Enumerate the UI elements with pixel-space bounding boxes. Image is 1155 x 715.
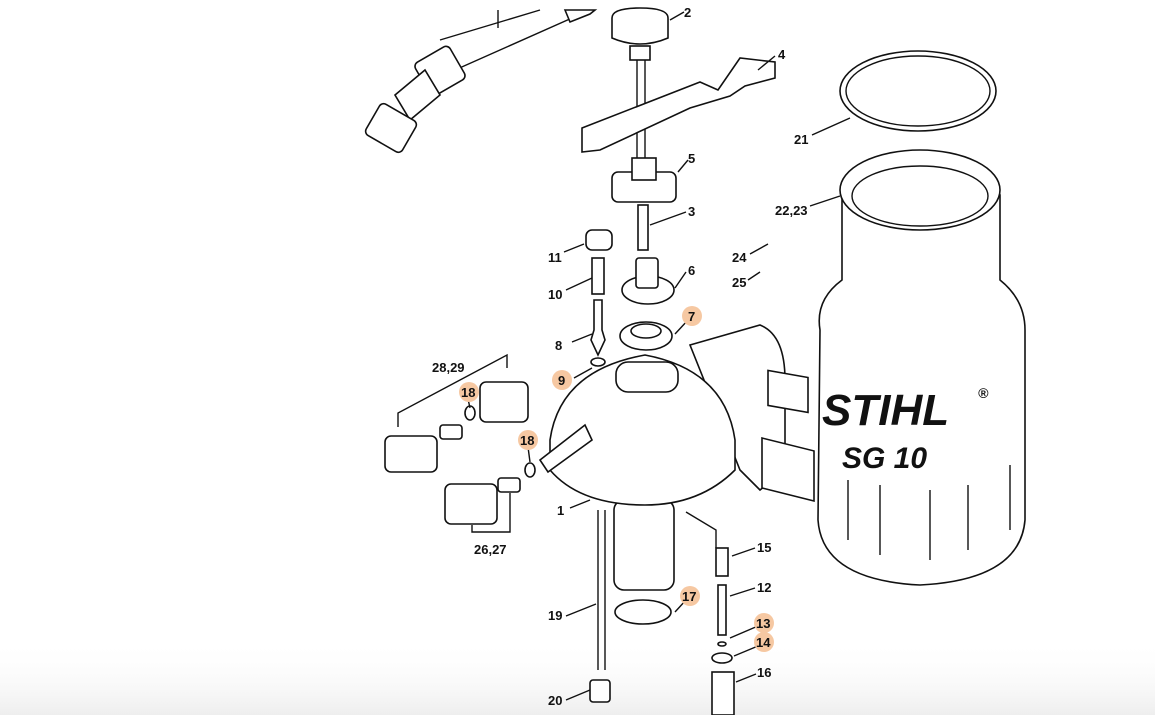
callout-28-29[interactable]: 28,29 bbox=[432, 360, 465, 375]
part-21-seal-ring bbox=[839, 50, 997, 132]
parts-28-29-nozzle bbox=[384, 353, 529, 473]
part-24-warning-label bbox=[767, 369, 809, 414]
callout-1[interactable]: 1 bbox=[557, 503, 564, 518]
callout-4[interactable]: 4 bbox=[778, 47, 786, 62]
callout-labels: 2 4 21 5 22,23 3 11 24 6 10 25 7 8 28,29… bbox=[432, 5, 808, 708]
model-logo: SG 10 bbox=[842, 442, 927, 475]
callout-20[interactable]: 20 bbox=[548, 693, 562, 708]
callout-24[interactable]: 24 bbox=[732, 250, 747, 265]
callout-15[interactable]: 15 bbox=[757, 540, 771, 555]
part-10-spring bbox=[591, 257, 605, 295]
callout-19[interactable]: 19 bbox=[548, 608, 562, 623]
callout-3[interactable]: 3 bbox=[688, 204, 695, 219]
parts-22-23-container: STIHL ® SG 10 bbox=[817, 149, 1026, 586]
callout-6[interactable]: 6 bbox=[688, 263, 695, 278]
callout-13[interactable]: 13 bbox=[756, 616, 770, 631]
registered-mark: ® bbox=[978, 385, 989, 401]
callout-10[interactable]: 10 bbox=[548, 287, 562, 302]
callout-26-27[interactable]: 26,27 bbox=[474, 542, 507, 557]
callout-14[interactable]: 14 bbox=[756, 635, 771, 650]
part-12-pin bbox=[717, 584, 727, 636]
callout-2[interactable]: 2 bbox=[684, 5, 691, 20]
callout-8[interactable]: 8 bbox=[555, 338, 562, 353]
spray-wand bbox=[364, 9, 598, 154]
callout-16[interactable]: 16 bbox=[757, 665, 771, 680]
part-14-oring bbox=[711, 652, 733, 664]
part-5-nut bbox=[611, 157, 677, 203]
part-20-foot bbox=[589, 679, 611, 703]
callout-25[interactable]: 25 bbox=[732, 275, 746, 290]
callout-9[interactable]: 9 bbox=[558, 373, 565, 388]
part-11-cap bbox=[585, 229, 613, 251]
part-17-disc bbox=[614, 599, 672, 625]
part-7-gasket bbox=[619, 321, 673, 351]
part-4-lever bbox=[581, 57, 776, 153]
callout-22-23[interactable]: 22,23 bbox=[775, 203, 808, 218]
stihl-logo: STIHL bbox=[822, 386, 949, 435]
callout-highlights bbox=[459, 306, 774, 652]
callout-11[interactable]: 11 bbox=[548, 250, 562, 265]
callout-12[interactable]: 12 bbox=[757, 580, 771, 595]
part-15-spring bbox=[715, 547, 729, 577]
callout-5[interactable]: 5 bbox=[688, 151, 695, 166]
part-16-valve bbox=[711, 671, 735, 715]
parts-26-27-nozzle bbox=[444, 462, 536, 533]
callout-7[interactable]: 7 bbox=[688, 309, 695, 324]
callout-17[interactable]: 17 bbox=[682, 589, 696, 604]
part-3-screw bbox=[637, 204, 649, 251]
part-25-info-label bbox=[761, 436, 815, 502]
part-8-pin bbox=[590, 299, 606, 357]
part-9-oring bbox=[590, 357, 606, 367]
part-6-valve bbox=[621, 257, 675, 305]
part-13-oring bbox=[717, 641, 727, 647]
callout-18-lower[interactable]: 18 bbox=[520, 433, 534, 448]
bottom-shade bbox=[0, 640, 1155, 715]
callout-18-upper[interactable]: 18 bbox=[461, 385, 475, 400]
leader-lines bbox=[467, 11, 851, 701]
part-2-knob bbox=[611, 7, 669, 160]
callout-21[interactable]: 21 bbox=[794, 132, 808, 147]
